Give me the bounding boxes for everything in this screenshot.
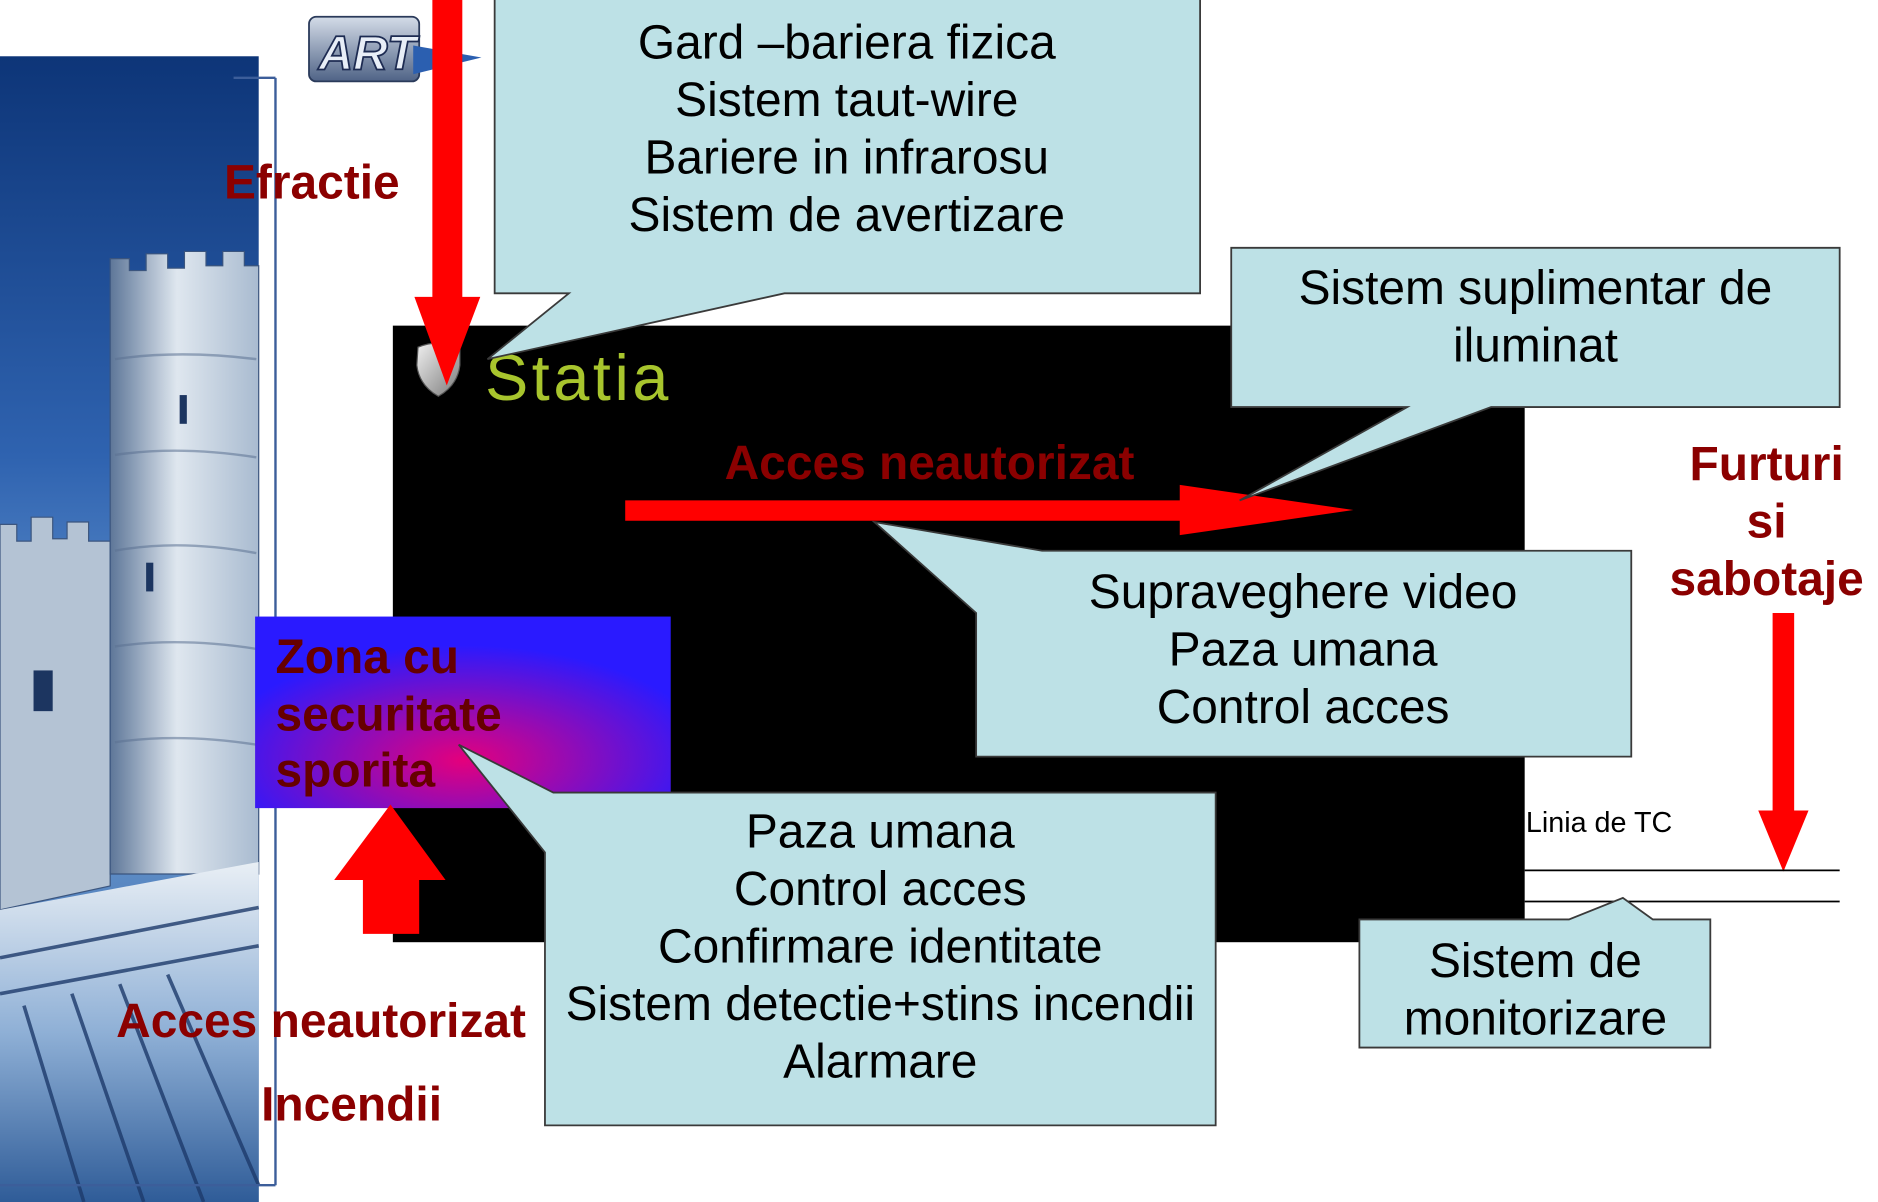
photo-bridge-railing (0, 905, 261, 1202)
callout-zone-shape (458, 743, 1217, 1127)
zone-measure-line: Paza umana (746, 806, 1015, 859)
logo-text: ART (318, 27, 420, 80)
secure-zone: Zona cu securitate sporita (255, 616, 671, 809)
art-logo-icon: ART (308, 15, 482, 83)
lighting-line: Sistem suplimentar de (1299, 262, 1773, 315)
castle-photo (0, 56, 261, 1202)
fire-label: Incendii (261, 1079, 442, 1132)
monitoring-line: Sistem de (1429, 935, 1642, 988)
callout-surveillance-shape (871, 520, 1633, 758)
perimeter-measure-line: Gard –bariera fizica (638, 17, 1056, 70)
perimeter-measure-line: Sistem de avertizare (629, 189, 1065, 242)
photo-tower-slit (179, 395, 187, 424)
unauthorized-access-arrow (625, 484, 1354, 536)
break-in-label: Efractie (224, 157, 400, 210)
secure-zone-label: securitate (275, 688, 501, 741)
zone-measure-line: Alarmare (783, 1035, 977, 1088)
theft-sabotage-label: si (1747, 496, 1787, 549)
zone-measure-line: Sistem detectie+stins incendii (566, 978, 1195, 1031)
photo-tower-slit (146, 562, 154, 592)
secure-zone-label: Zona cu (275, 631, 459, 684)
theft-sabotage-label: sabotaje (1669, 553, 1863, 606)
secure-zone-label: sporita (275, 745, 435, 798)
zone-measure-line: Control acces (734, 863, 1027, 916)
photo-tower (109, 250, 260, 875)
monitoring-line: monitorizare (1404, 992, 1667, 1045)
callout-monitoring-shape (1358, 896, 1712, 1049)
callout-lighting-shape (1230, 246, 1841, 502)
zone-measure-line: Confirmare identitate (658, 921, 1102, 974)
callout-surveillance: Supraveghere video Paza umana Control ac… (871, 520, 1633, 758)
telecom-line-label: Linia de TC (1526, 807, 1672, 839)
callout-zone-measures: Paza umana Control acces Confirmare iden… (458, 743, 1217, 1127)
callout-perimeter-shape (486, 0, 1201, 361)
callout-monitoring: Sistem de monitorizare (1358, 896, 1712, 1049)
lighting-line: iluminat (1453, 320, 1618, 373)
surveillance-line: Control acces (1157, 681, 1450, 734)
surveillance-line: Supraveghere video (1089, 566, 1518, 619)
zone-access-arrow (334, 804, 446, 934)
secure-zone-box (255, 616, 671, 809)
unauthorized-access-label: Acces neautorizat (725, 437, 1135, 490)
break-in-arrow (414, 0, 481, 386)
photo-wall-gate (33, 670, 53, 712)
perimeter-measure-line: Bariere in infrarosu (645, 132, 1050, 185)
perimeter-measure-line: Sistem taut-wire (675, 74, 1018, 127)
callout-lighting: Sistem suplimentar de iluminat (1230, 246, 1841, 502)
callout-perimeter-measures: Gard –bariera fizica Sistem taut-wire Ba… (486, 0, 1201, 361)
surveillance-line: Paza umana (1169, 624, 1438, 677)
photo-wall (0, 516, 111, 911)
zone-unauthorized-access-label: Acces neautorizat (116, 995, 526, 1048)
photo-tower-texture (114, 353, 257, 746)
theft-sabotage-arrow (1758, 612, 1809, 872)
theft-sabotage-label: Furturi (1689, 438, 1843, 491)
